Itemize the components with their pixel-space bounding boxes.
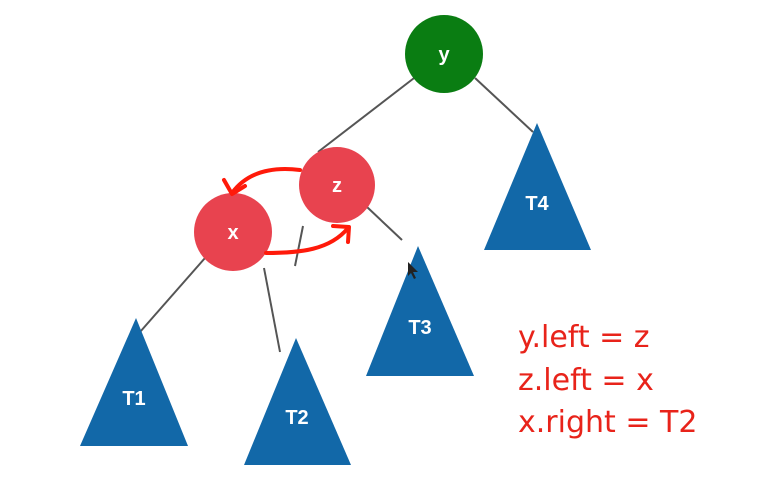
mouse-cursor-icon — [408, 262, 418, 279]
subtree-t1-label: T1 — [122, 388, 145, 410]
rotation-arrows — [222, 167, 351, 255]
edge-z-stub — [294, 225, 304, 267]
node-x-label: x — [227, 222, 238, 244]
arrow-z-to-x — [230, 167, 302, 195]
node-y — [405, 15, 483, 93]
node-x — [194, 193, 272, 271]
arrow-x-to-z-head — [331, 224, 351, 244]
node-z — [299, 147, 375, 223]
subtree-t1 — [80, 318, 188, 446]
annotation-line-2: z.left = x — [518, 363, 654, 398]
edge-y-z — [317, 74, 419, 153]
arrow-x-to-z — [264, 226, 350, 255]
subtree-t2-label: T2 — [285, 407, 308, 429]
subtree-t3-label: T3 — [408, 317, 431, 339]
arrow-z-to-x-head — [222, 178, 247, 196]
edge-x-t2 — [263, 267, 281, 353]
edge-z-t3 — [366, 206, 403, 241]
annotation-line-3: x.right = T2 — [518, 405, 698, 440]
subtree-t2 — [244, 338, 351, 465]
edge-y-t4 — [474, 77, 534, 133]
tree-edges — [139, 74, 534, 353]
subtree-t4-label: T4 — [525, 193, 549, 215]
subtree-t4 — [484, 123, 591, 250]
annotation-line-1: y.left = z — [518, 320, 650, 355]
edge-x-t1 — [139, 257, 206, 333]
subtree-t3 — [366, 246, 474, 376]
node-z-label: z — [332, 175, 342, 197]
node-y-label: y — [438, 44, 450, 66]
